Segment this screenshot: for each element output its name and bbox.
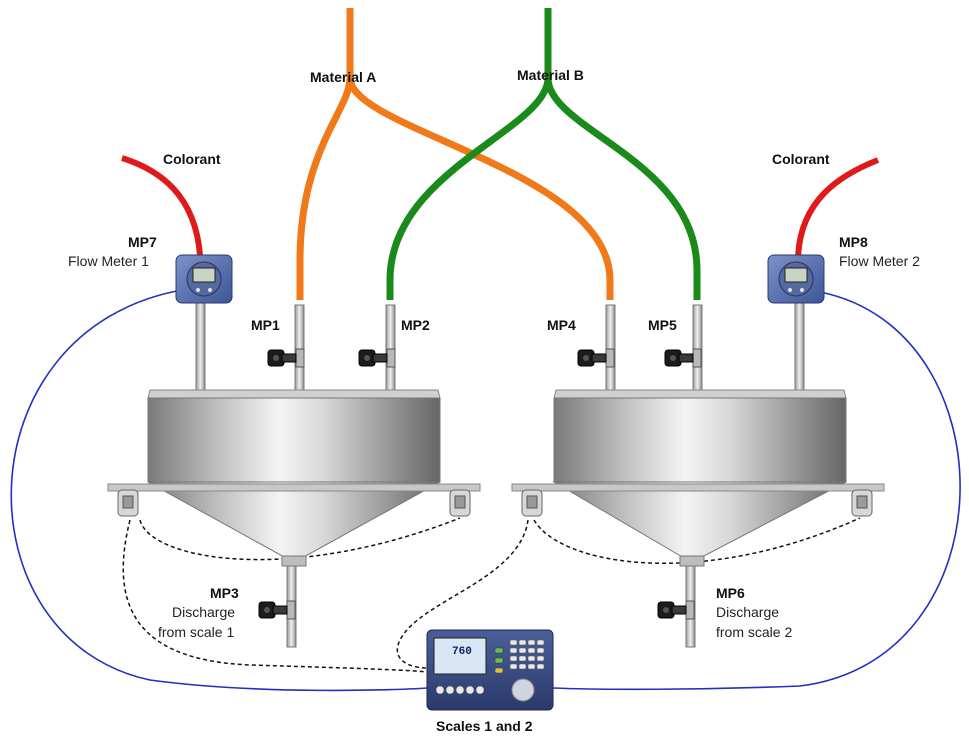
discharge-2-line2: from scale 2 — [716, 624, 792, 640]
discharge-1-line1: Discharge — [172, 604, 235, 620]
keypad-key — [509, 647, 518, 654]
function-key — [494, 647, 504, 654]
cable-flow-meter-2 — [552, 291, 961, 691]
flow-meter-2 — [767, 254, 825, 304]
keypad-key — [527, 663, 536, 670]
mp2-label: MP2 — [401, 317, 430, 333]
keypad-key — [536, 655, 545, 662]
softkey — [465, 685, 475, 695]
load-cell-icon — [449, 489, 471, 517]
discharge-2-line1: Discharge — [716, 604, 779, 620]
valve-icon — [577, 348, 615, 368]
keypad-key — [518, 655, 527, 662]
tank-scale-2 — [511, 389, 885, 567]
cable-flow-meter-1 — [10, 289, 428, 692]
softkey — [445, 685, 455, 695]
valve-icon — [267, 348, 305, 368]
terminal-display: 760 — [452, 646, 472, 658]
mp5-label: MP5 — [648, 317, 677, 333]
flow-meter-1 — [175, 254, 233, 304]
colorant-line-right — [795, 157, 880, 259]
mp1-label: MP1 — [251, 317, 280, 333]
mp6-label: MP6 — [716, 585, 745, 601]
keypad-key — [536, 663, 545, 670]
valve-icon — [664, 348, 702, 368]
keypad-key — [536, 639, 545, 646]
keypad-key — [527, 655, 536, 662]
load-cell-icon — [117, 489, 139, 517]
valve-icon — [657, 600, 695, 620]
scale-terminal: 760 — [426, 629, 554, 711]
keypad-key — [509, 663, 518, 670]
valve-icon — [358, 348, 396, 368]
discharge-1-line2: from scale 1 — [158, 624, 234, 640]
keypad-key — [518, 639, 527, 646]
function-key — [494, 657, 504, 664]
mp7-label: MP7 — [128, 234, 157, 250]
load-cells — [117, 489, 873, 517]
loadcell-wiring — [122, 517, 861, 673]
valves — [258, 348, 702, 620]
mp4-label: MP4 — [547, 317, 576, 333]
tank-scale-1 — [107, 389, 481, 567]
material-b-label: Material B — [517, 67, 584, 83]
keypad-key — [518, 663, 527, 670]
mp3-label: MP3 — [210, 585, 239, 601]
softkey — [435, 685, 445, 695]
colorant-line-left — [121, 155, 203, 256]
load-cell-icon — [521, 489, 543, 517]
softkey — [475, 685, 485, 695]
function-key — [494, 667, 504, 674]
keypad-key — [509, 655, 518, 662]
keypad-key — [536, 647, 545, 654]
flow-meter-2-label: Flow Meter 2 — [839, 253, 920, 269]
valve-icon — [258, 600, 296, 620]
keypad-key — [509, 639, 518, 646]
keypad-key — [527, 639, 536, 646]
softkey — [455, 685, 465, 695]
colorant-label-right: Colorant — [772, 151, 830, 167]
keypad-key — [518, 647, 527, 654]
material-a-label: Material A — [310, 69, 376, 85]
load-cell-icon — [851, 489, 873, 517]
colorant-label-left: Colorant — [163, 151, 221, 167]
material-b-line — [386, 8, 701, 300]
flow-meter-1-label: Flow Meter 1 — [68, 253, 149, 269]
material-a-line — [296, 8, 614, 300]
keypad-key — [527, 647, 536, 654]
terminal-label: Scales 1 and 2 — [436, 718, 533, 734]
mp8-label: MP8 — [839, 234, 868, 250]
